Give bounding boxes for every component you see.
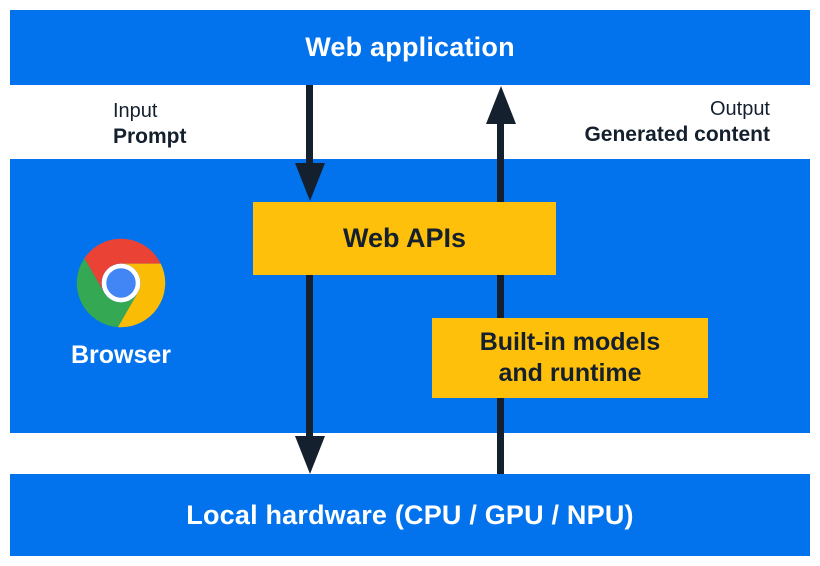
browser-label: Browser xyxy=(70,341,172,369)
builtin-models-label-line2: and runtime xyxy=(498,359,642,387)
input-value: Prompt xyxy=(113,125,187,148)
up-arrow-head-into-web-application xyxy=(486,86,516,124)
builtin-models-box: Built-in models and runtime xyxy=(432,318,708,398)
output-labels: Output Generated content xyxy=(584,97,770,147)
input-title: Input xyxy=(113,100,158,122)
web-application-band: Web application xyxy=(10,10,810,85)
output-value: Generated content xyxy=(584,123,770,146)
web-apis-box: Web APIs xyxy=(253,202,556,275)
web-application-label: Web application xyxy=(305,32,515,62)
chrome-browser-icon xyxy=(75,237,167,329)
output-title: Output xyxy=(709,98,770,120)
up-arrow-shaft xyxy=(497,123,504,474)
down-arrow-head-into-web-apis xyxy=(295,163,325,201)
local-hardware-band: Local hardware (CPU / GPU / NPU) xyxy=(10,474,810,556)
down-arrow-shaft-top xyxy=(306,85,313,164)
local-hardware-label: Local hardware (CPU / GPU / NPU) xyxy=(186,499,634,530)
down-arrow-shaft-bottom xyxy=(306,275,313,437)
down-arrow-head-into-local-hardware xyxy=(295,436,325,474)
builtin-models-label-line1: Built-in models xyxy=(479,328,661,356)
input-labels: Input Prompt xyxy=(113,99,187,149)
web-apis-label: Web APIs xyxy=(342,223,467,253)
